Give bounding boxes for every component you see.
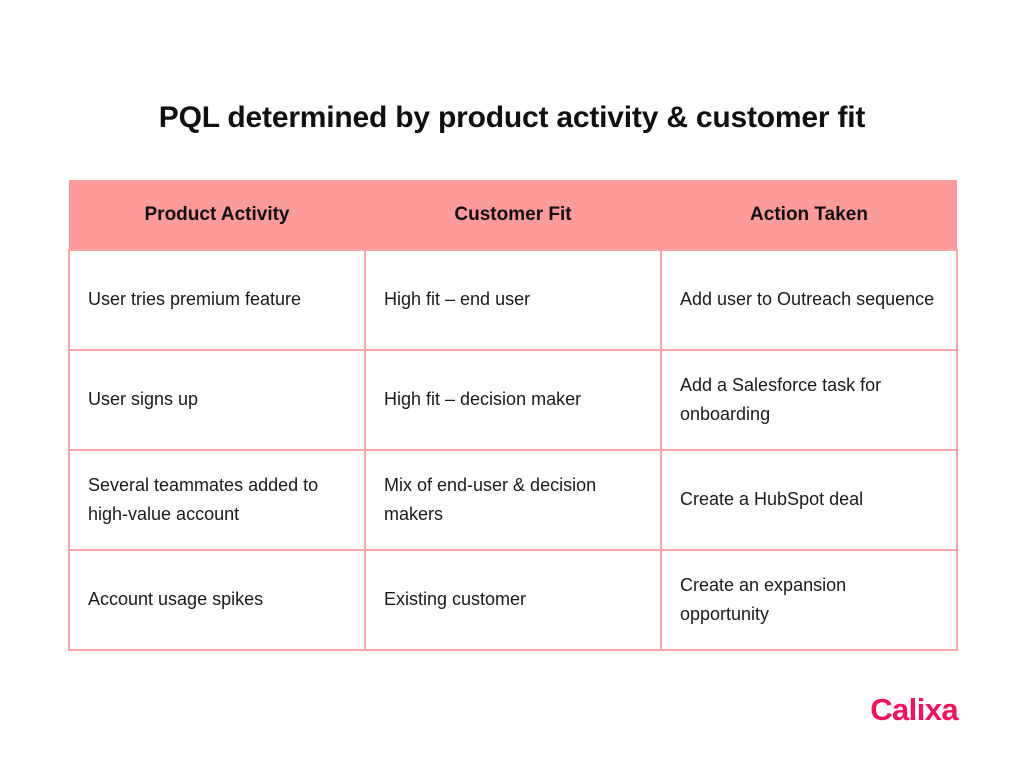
- page-title: PQL determined by product activity & cus…: [158, 101, 866, 134]
- pql-table: Product Activity Customer Fit Action Tak…: [68, 180, 958, 651]
- table-row: Several teammates added to high-value ac…: [68, 449, 958, 551]
- pql-table-container: Product Activity Customer Fit Action Tak…: [68, 180, 958, 651]
- cell-action-taken: Create an expansion opportunity: [660, 549, 958, 651]
- cell-customer-fit: High fit – decision maker: [364, 349, 662, 451]
- table-row: User signs up High fit – decision maker …: [68, 349, 958, 451]
- cell-action-taken: Add a Salesforce task for onboarding: [660, 349, 958, 451]
- cell-customer-fit: High fit – end user: [364, 249, 662, 351]
- column-header-action-taken: Action Taken: [661, 180, 957, 250]
- cell-action-taken: Add user to Outreach sequence: [660, 249, 958, 351]
- table-header: Product Activity Customer Fit Action Tak…: [69, 180, 957, 250]
- cell-product-activity: Account usage spikes: [68, 549, 366, 651]
- column-header-product-activity: Product Activity: [69, 180, 365, 250]
- cell-product-activity: User signs up: [68, 349, 366, 451]
- cell-customer-fit: Existing customer: [364, 549, 662, 651]
- calixa-logo: Calixa: [870, 692, 958, 727]
- column-header-customer-fit: Customer Fit: [365, 180, 661, 250]
- cell-action-taken: Create a HubSpot deal: [660, 449, 958, 551]
- table-body: User tries premium feature High fit – en…: [68, 249, 958, 651]
- cell-product-activity: Several teammates added to high-value ac…: [68, 449, 366, 551]
- table-row: Account usage spikes Existing customer C…: [68, 549, 958, 651]
- cell-product-activity: User tries premium feature: [68, 249, 366, 351]
- cell-customer-fit: Mix of end-user & decision makers: [364, 449, 662, 551]
- table-header-row: Product Activity Customer Fit Action Tak…: [69, 180, 957, 250]
- table-row: User tries premium feature High fit – en…: [68, 249, 958, 351]
